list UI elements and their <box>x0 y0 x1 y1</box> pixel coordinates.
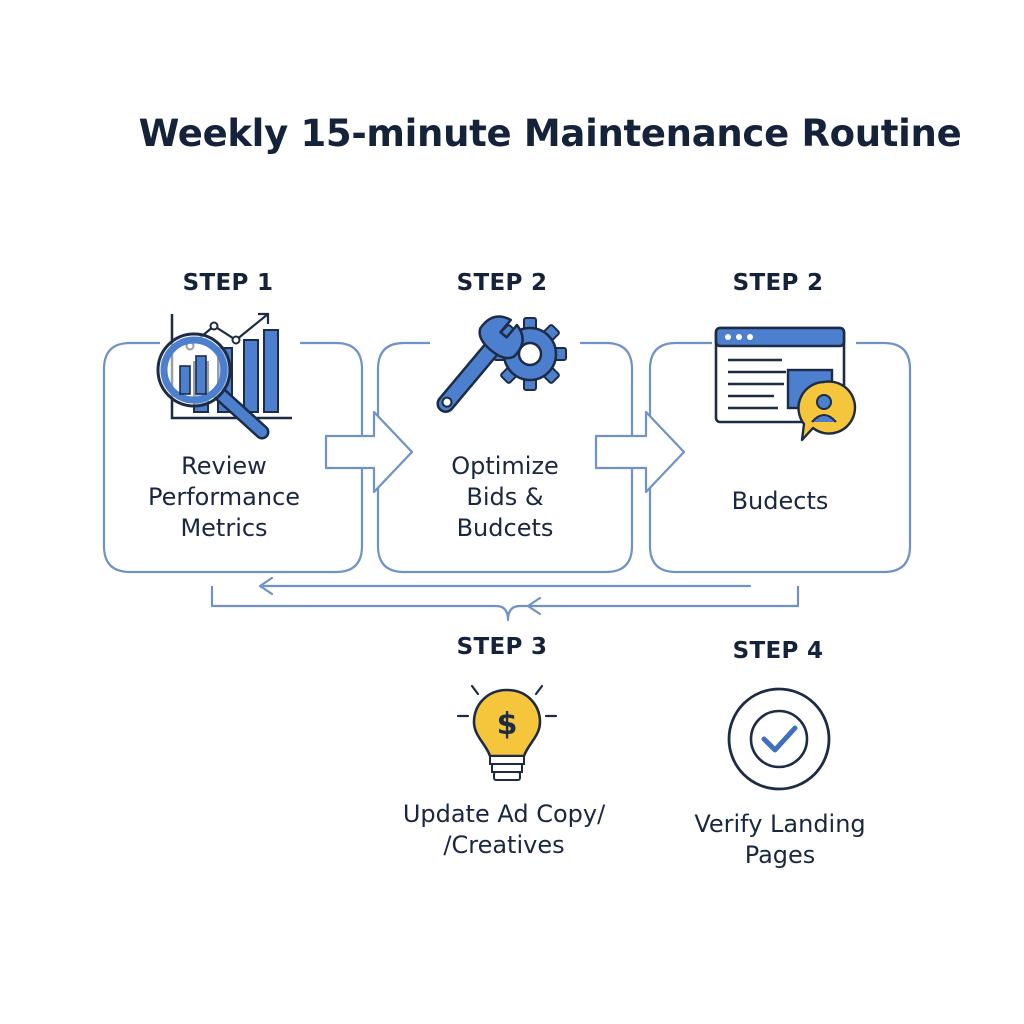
step-3-text-line: Budects <box>731 487 829 515</box>
arrow-step1-to-step2 <box>324 410 414 494</box>
check-circle-icon <box>727 687 831 791</box>
magnifier-bar-chart-icon <box>156 312 292 440</box>
arrow-step2-to-step3 <box>594 410 686 494</box>
step-4-text: Update Ad Copy/ /Creatives <box>354 799 654 861</box>
step-1-text-line: Review <box>181 452 267 480</box>
step-5-label: STEP 4 <box>732 638 824 664</box>
page-title: Weekly 15-minute Maintenance Routine <box>138 112 962 155</box>
step-4-text-line: Update Ad Copy/ <box>402 800 606 828</box>
step-2-label: STEP 2 <box>456 270 548 296</box>
step-1-text-line: Metrics <box>180 514 268 542</box>
return-arrow-line <box>258 576 752 596</box>
browser-window-location-icon <box>714 326 857 442</box>
step-1-card <box>102 341 364 574</box>
step-2-text-line: Bids & <box>466 483 544 511</box>
step-1-label: STEP 1 <box>182 270 274 296</box>
bracket-arrow-head <box>526 596 542 616</box>
step-2-text: Optimize Bids & Budcets <box>385 451 625 544</box>
step-2-text-line: Budcets <box>456 514 554 542</box>
step-4-text-line: /Creatives <box>443 831 565 859</box>
step-3-card <box>648 341 912 574</box>
wrench-gear-icon <box>436 315 567 413</box>
step-1-text-line: Performance <box>147 483 301 511</box>
step-5-text: Verify Landing Pages <box>630 809 930 871</box>
step-1-text: Review Performance Metrics <box>104 451 344 544</box>
step-4-label: STEP 3 <box>456 634 548 660</box>
step-5-text-line: Pages <box>744 841 816 869</box>
svg-text:$: $ <box>497 707 518 742</box>
step-5-text-line: Verify Landing <box>694 810 866 838</box>
lightbulb-dollar-icon: $ <box>456 684 558 781</box>
step-3-text: Budects <box>660 486 900 517</box>
step-3-label: STEP 2 <box>732 270 824 296</box>
bracket-connector <box>210 586 800 622</box>
step-2-text-line: Optimize <box>451 452 559 480</box>
step-2-card <box>376 341 634 574</box>
